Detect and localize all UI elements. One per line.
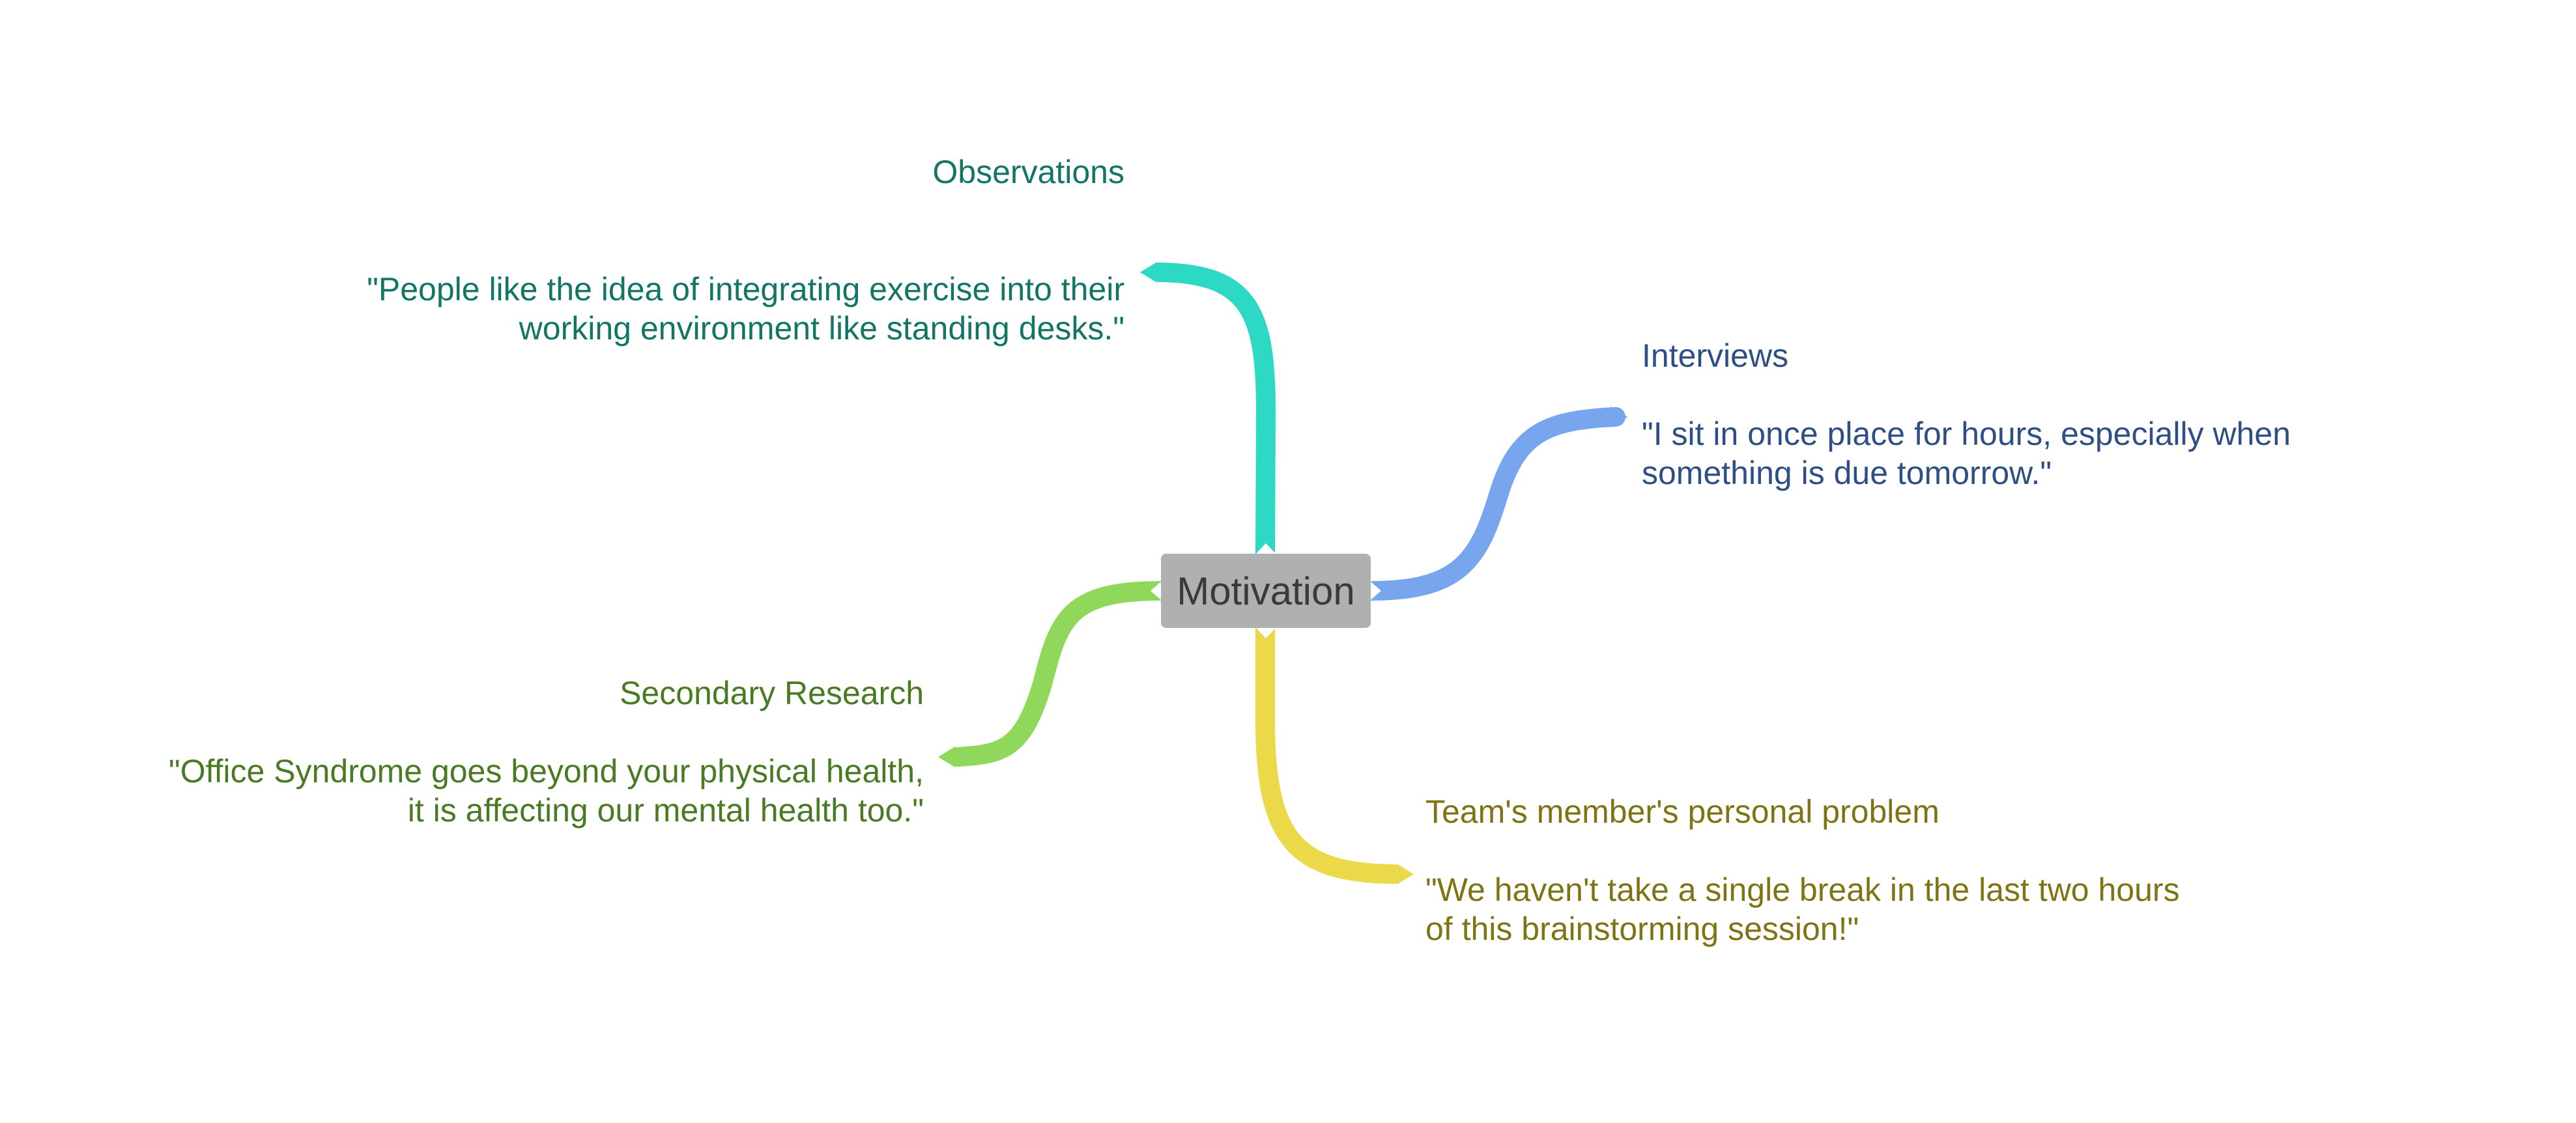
- interviews-connector: [1361, 407, 1625, 601]
- team-problem-connector-tip: [1397, 864, 1414, 885]
- observations-quote: "People like the idea of integrating exe…: [367, 271, 1124, 347]
- interviews-quote: "I sit in once place for hours, especial…: [1642, 416, 2291, 491]
- secondary-research-title: Secondary Research: [620, 675, 924, 711]
- center-notch-bottom: [1256, 628, 1276, 638]
- secondary-research-quote: "Office Syndrome goes beyond your physic…: [168, 753, 924, 829]
- center-notch-top: [1256, 543, 1276, 554]
- observations-connector: [1150, 263, 1276, 563]
- observations-connector-tip: [1140, 262, 1157, 283]
- team-problem-quote: "We haven't take a single break in the l…: [1425, 872, 2180, 947]
- center-topic-node[interactable]: Motivation: [1161, 554, 1371, 628]
- team-problem-connector: [1255, 618, 1404, 884]
- interviews-title: Interviews: [1642, 337, 1789, 374]
- center-topic-label: Motivation: [1177, 569, 1355, 613]
- observations-branch[interactable]: Observations "People like the idea of in…: [339, 152, 1124, 348]
- interviews-connector-tip: [1610, 406, 1627, 427]
- team-problem-title: Team's member's personal problem: [1425, 793, 1939, 830]
- team-problem-branch[interactable]: Team's member's personal problem "We hav…: [1425, 792, 2207, 948]
- secondary-research-connector: [948, 581, 1171, 767]
- center-notch-right: [1371, 582, 1381, 600]
- observations-title: Observations: [932, 154, 1124, 190]
- interviews-branch[interactable]: Interviews "I sit in once place for hour…: [1642, 336, 2345, 492]
- center-notch-left: [1151, 582, 1161, 600]
- secondary-research-connector-tip: [938, 746, 955, 767]
- secondary-research-branch[interactable]: Secondary Research "Office Syndrome goes…: [150, 674, 924, 830]
